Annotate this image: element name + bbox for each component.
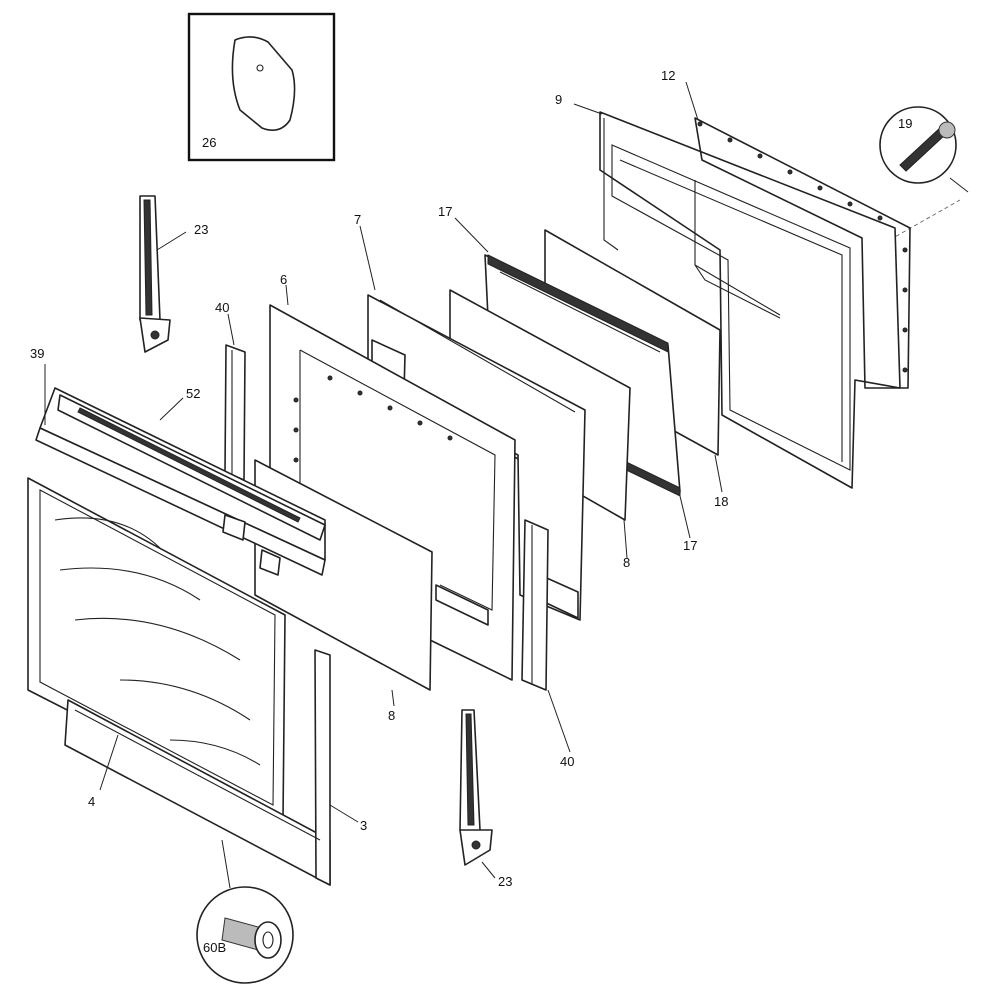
part-12-door-gasket	[694, 117, 911, 389]
label-8-rear: 8	[623, 555, 630, 570]
part-40-hinge-bracket-left	[224, 344, 246, 481]
label-4: 4	[88, 794, 95, 809]
label-52: 52	[186, 386, 200, 401]
part-3-door-bottom-trim	[64, 649, 331, 886]
part-23-hinge-bottom	[459, 709, 493, 866]
part-40-hinge-bracket-right	[521, 519, 549, 691]
label-12: 12	[661, 68, 675, 83]
callout-60b-screw: 60B	[196, 839, 294, 984]
leader-lines	[44, 81, 723, 879]
label-40-top: 40	[215, 300, 229, 315]
part-52-door-handle	[57, 394, 326, 576]
label-7: 7	[354, 212, 361, 227]
label-9: 9	[555, 92, 562, 107]
label-6: 6	[280, 272, 287, 287]
part-23-hinge-top	[139, 195, 171, 353]
label-19: 19	[898, 116, 912, 131]
label-17-bottom: 17	[683, 538, 697, 553]
label-3: 3	[360, 818, 367, 833]
label-40-bottom: 40	[560, 754, 574, 769]
label-8-front: 8	[388, 708, 395, 723]
label-39: 39	[30, 346, 44, 361]
label-23-top: 23	[194, 222, 208, 237]
part-9-inner-door-panel	[599, 111, 901, 489]
label-17-top: 17	[438, 204, 452, 219]
label-23-bottom: 23	[498, 874, 512, 889]
label-18: 18	[714, 494, 728, 509]
label-26: 26	[202, 135, 216, 150]
inset-part-26: 26	[187, 12, 336, 162]
callout-19-screw: 19	[879, 106, 969, 193]
label-60b: 60B	[203, 940, 226, 955]
